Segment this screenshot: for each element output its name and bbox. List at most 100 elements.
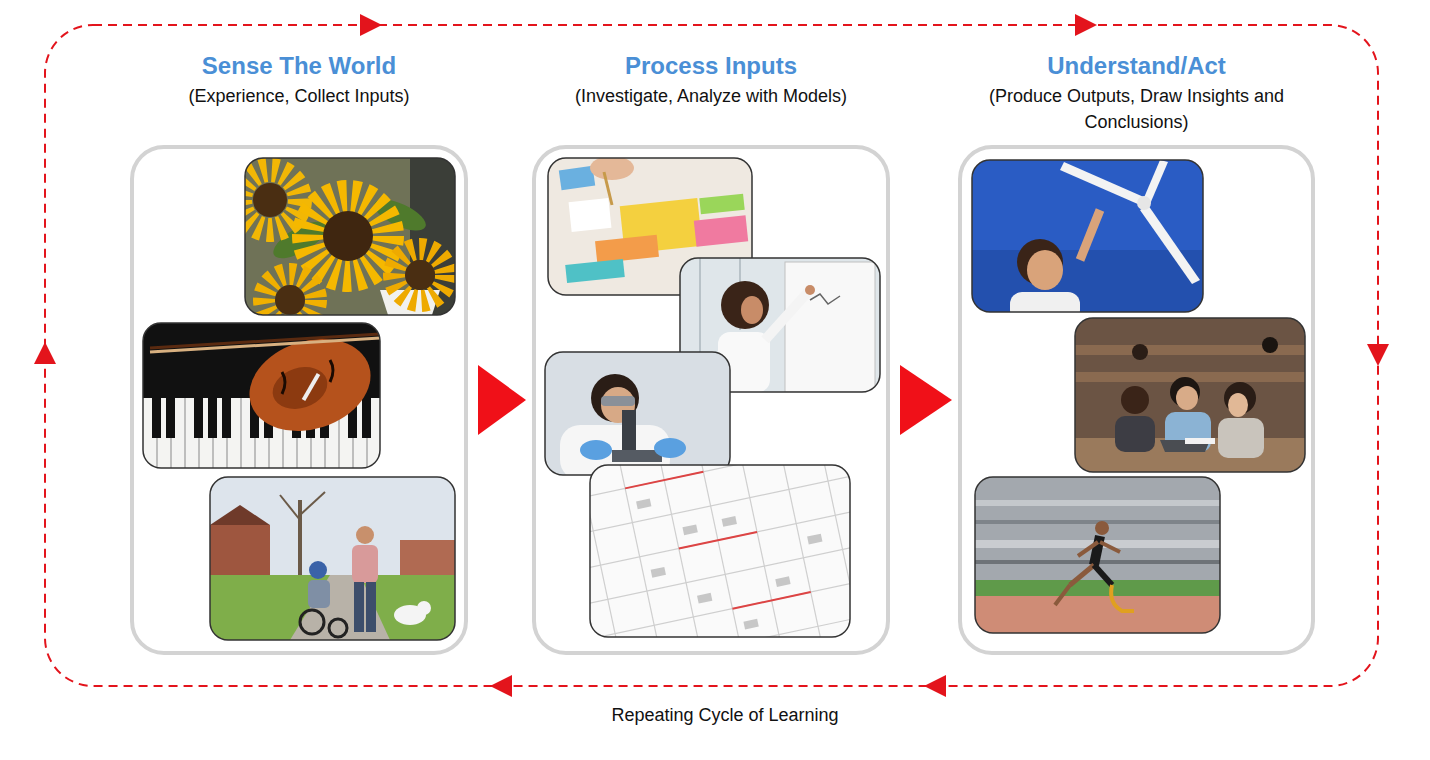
illustration-part: [590, 571, 850, 637]
illustration-part: [1115, 416, 1155, 452]
illustration-part: [300, 610, 324, 634]
loop-arrowhead: [34, 342, 56, 364]
illustration-part: [222, 398, 231, 438]
illustration-part: [366, 582, 376, 632]
caption: Repeating Cycle of Learning: [0, 705, 1430, 726]
illustration-part: [1075, 318, 1305, 472]
illustration-part: [595, 235, 659, 263]
stage-subtitle: (Produce Outputs, Draw Insights and Conc…: [973, 83, 1300, 135]
illustration-part: [679, 532, 757, 549]
panel-border: [130, 145, 468, 655]
illustration-part: [722, 516, 737, 527]
stage-heading: Sense The World(Experience, Collect Inpu…: [100, 52, 498, 109]
microscope-photo: [545, 352, 730, 475]
illustration-part: [280, 495, 300, 520]
stage-panel: Sense The World(Experience, Collect Inpu…: [130, 52, 468, 655]
stage-heading: Understand/Act(Produce Outputs, Draw Ins…: [973, 52, 1300, 135]
illustration-part: [619, 465, 669, 637]
illustration-part: [208, 398, 217, 438]
illustration-part: [275, 285, 305, 315]
illustration-part: [565, 259, 625, 283]
illustration-part: [417, 601, 431, 615]
illustration-part: [1075, 438, 1305, 472]
illustration-part: [329, 619, 347, 637]
illustration-part: [604, 172, 612, 205]
illustration-part: [699, 194, 744, 215]
illustration-part: [975, 500, 1220, 506]
panel-border: [958, 145, 1315, 655]
panel-border: [532, 145, 890, 655]
stage-title: Understand/Act: [973, 52, 1300, 81]
illustration-part: [975, 596, 1220, 633]
students-photo: [1075, 318, 1305, 472]
illustration-part: [302, 373, 320, 401]
illustration-part: [775, 465, 825, 637]
illustration-part: [1010, 292, 1080, 312]
illustration-part: [400, 540, 455, 575]
photo-frame: [590, 465, 850, 637]
illustration-part: [1185, 438, 1215, 444]
illustration-part: [1080, 210, 1100, 260]
flow-arrow: [900, 365, 952, 435]
photo-frame: [210, 477, 455, 640]
illustration-part: [1100, 542, 1120, 552]
illustration-part: [1055, 585, 1070, 605]
illustration-part: [590, 503, 850, 574]
illustration-part: [743, 619, 758, 630]
wind-turbine-photo: [972, 160, 1203, 312]
illustration-part: [785, 262, 875, 392]
illustration-part: [721, 281, 769, 329]
illustration-part: [362, 398, 371, 438]
periodic-table-photo: [590, 465, 850, 637]
illustration-part: [150, 334, 380, 348]
illustration-part: [651, 567, 666, 578]
illustration-part: [1095, 521, 1109, 535]
illustration-part: [622, 410, 636, 455]
illustration-part: [1111, 585, 1134, 611]
illustration-part: [1078, 542, 1098, 556]
illustration-part: [210, 477, 455, 640]
stage-panel: Process Inputs(Investigate, Analyze with…: [532, 52, 890, 655]
illustration-part: [612, 450, 662, 462]
illustration-part: [810, 294, 840, 304]
illustration-part: [210, 525, 270, 580]
illustration-part: [1218, 418, 1264, 458]
illustration-part: [245, 158, 455, 315]
illustration-part: [298, 500, 302, 580]
instrument-photo: [143, 323, 380, 468]
illustration-part: [694, 215, 748, 246]
illustration-part: [1094, 565, 1112, 585]
cycle-caption: Repeating Cycle of Learning: [611, 705, 838, 725]
illustration-part: [210, 505, 270, 525]
photo-frame: [245, 158, 455, 315]
illustration-part: [405, 260, 435, 290]
illustration-part: [300, 492, 325, 515]
illustration-part: [636, 465, 837, 637]
illustration-part: [1121, 386, 1149, 414]
illustration-part: [975, 580, 1220, 596]
illustration-part: [264, 274, 316, 315]
loop-arrowhead: [1075, 14, 1097, 36]
illustration-part: [253, 183, 287, 217]
illustration-part: [590, 605, 850, 637]
illustration-part: [1176, 386, 1198, 410]
illustration-part: [697, 593, 712, 604]
illustration-part: [267, 360, 333, 415]
photo-frame: [1075, 318, 1305, 472]
stage-subtitle: (Investigate, Analyze with Models): [522, 83, 900, 109]
illustration-part: [1140, 205, 1200, 284]
photo-frame: [143, 323, 380, 468]
illustration-part: [775, 576, 790, 587]
photo-frame: [545, 352, 730, 475]
illustration-part: [194, 398, 203, 438]
illustration-part: [654, 438, 686, 458]
illustration-part: [601, 396, 635, 406]
illustration-part: [590, 158, 634, 180]
illustration-part: [1094, 536, 1100, 565]
illustration-part: [682, 524, 697, 535]
illustration-part: [1060, 162, 1146, 205]
photo-frame: [972, 160, 1203, 312]
